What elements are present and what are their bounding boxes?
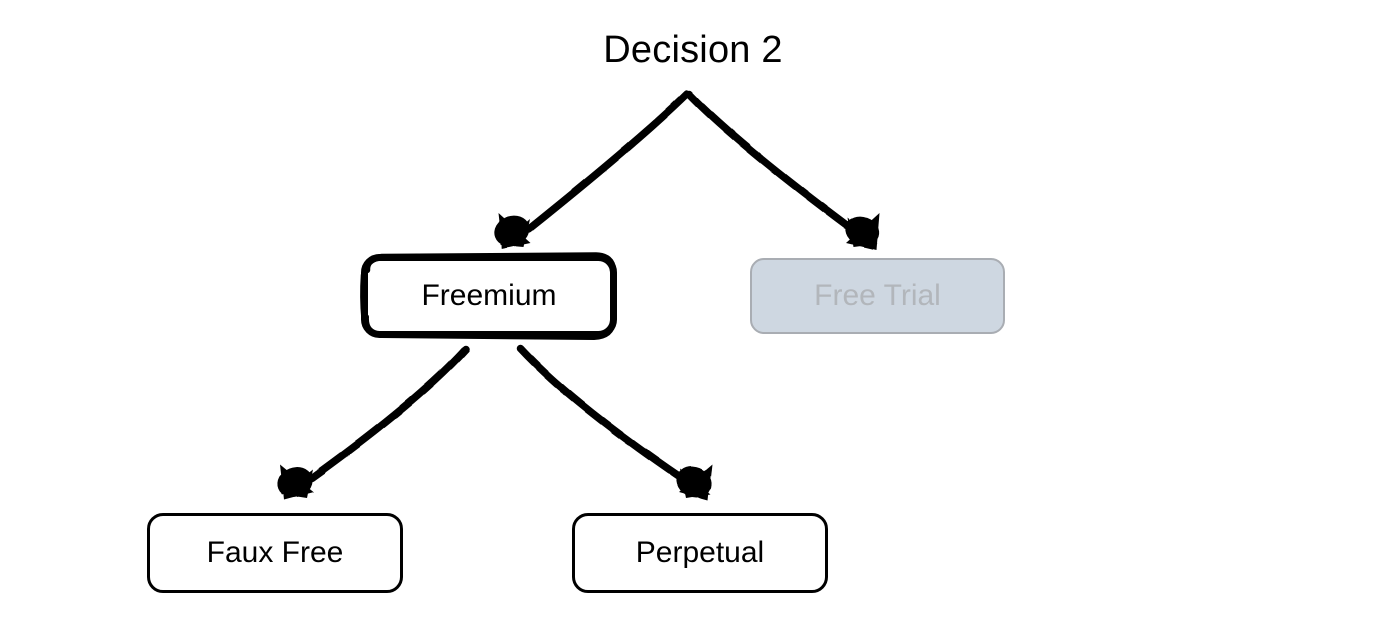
node-freemium-label: Freemium xyxy=(421,279,557,312)
node-faux-free-label: Faux Free xyxy=(206,536,344,569)
node-free-trial-label: Free Trial xyxy=(814,279,941,312)
edge-root-to-free-trial xyxy=(685,90,879,250)
node-free-trial[interactable]: Free Trial xyxy=(750,258,1005,334)
node-perpetual[interactable]: Perpetual xyxy=(572,513,828,593)
diagram-title: Decision 2 xyxy=(603,29,783,71)
edge-freemium-to-faux-free xyxy=(277,345,470,500)
node-perpetual-label: Perpetual xyxy=(635,536,765,569)
edge-freemium-to-perpetual xyxy=(517,345,712,500)
edge-root-to-freemium xyxy=(494,90,691,249)
node-freemium[interactable]: Freemium xyxy=(360,252,618,341)
node-faux-free[interactable]: Faux Free xyxy=(147,513,403,593)
